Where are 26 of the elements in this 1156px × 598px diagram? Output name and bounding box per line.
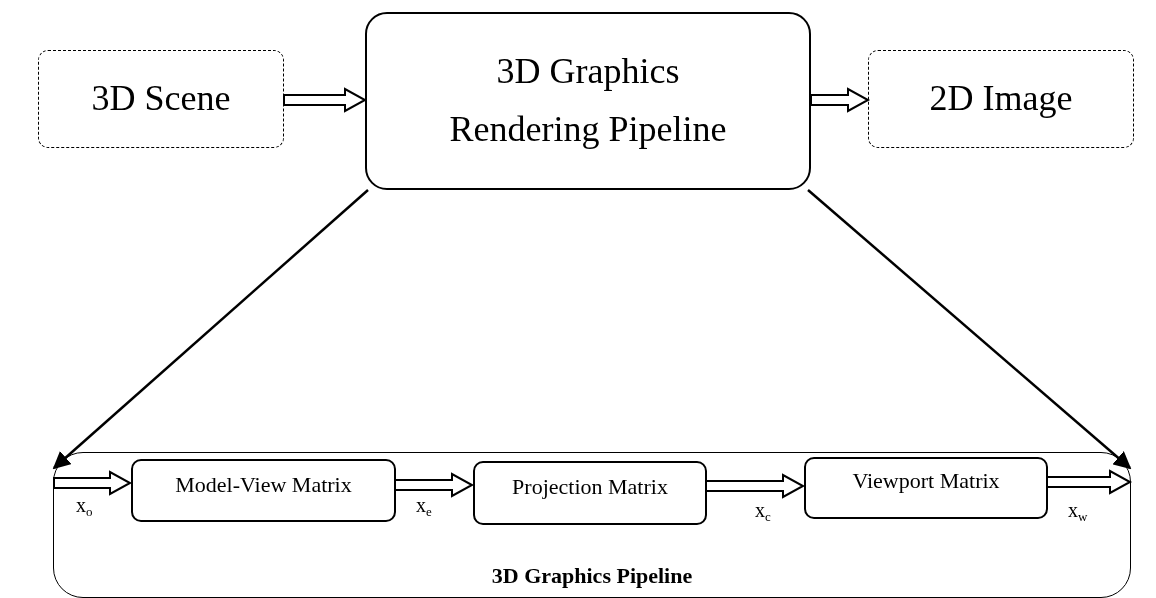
node-label: Viewport Matrix: [852, 467, 1000, 495]
process-box: [473, 461, 707, 525]
block-arrow: [1046, 469, 1133, 495]
variable-label: x$_{o}$: [76, 495, 93, 518]
node-label: 2D Image: [929, 77, 1073, 121]
process-box: [365, 12, 811, 190]
block-arrow: [705, 473, 806, 499]
group-frame: [53, 452, 1131, 598]
dashed-box: [38, 50, 284, 148]
block-arrow: [394, 472, 475, 498]
process-box: [804, 457, 1048, 519]
block-arrow: [53, 470, 133, 496]
variable-label: x$_{e}$: [416, 495, 432, 518]
arrow: [52, 189, 369, 470]
block-arrow: [810, 87, 871, 113]
dashed-box: [868, 50, 1134, 148]
arrow: [807, 189, 1132, 470]
node-label: Projection Matrix: [512, 473, 668, 501]
process-box: [131, 459, 396, 522]
variable-label: x$_{c}$: [755, 500, 771, 523]
node-label: 3D Graphics Rendering Pipeline: [448, 50, 728, 151]
group-title: 3D Graphics Pipeline: [490, 561, 694, 590]
variable-label: x$_{w}$: [1068, 500, 1088, 523]
node-label: 3D Scene: [91, 77, 231, 121]
node-label: Model-View Matrix: [175, 471, 352, 499]
block-arrow: [283, 87, 368, 113]
